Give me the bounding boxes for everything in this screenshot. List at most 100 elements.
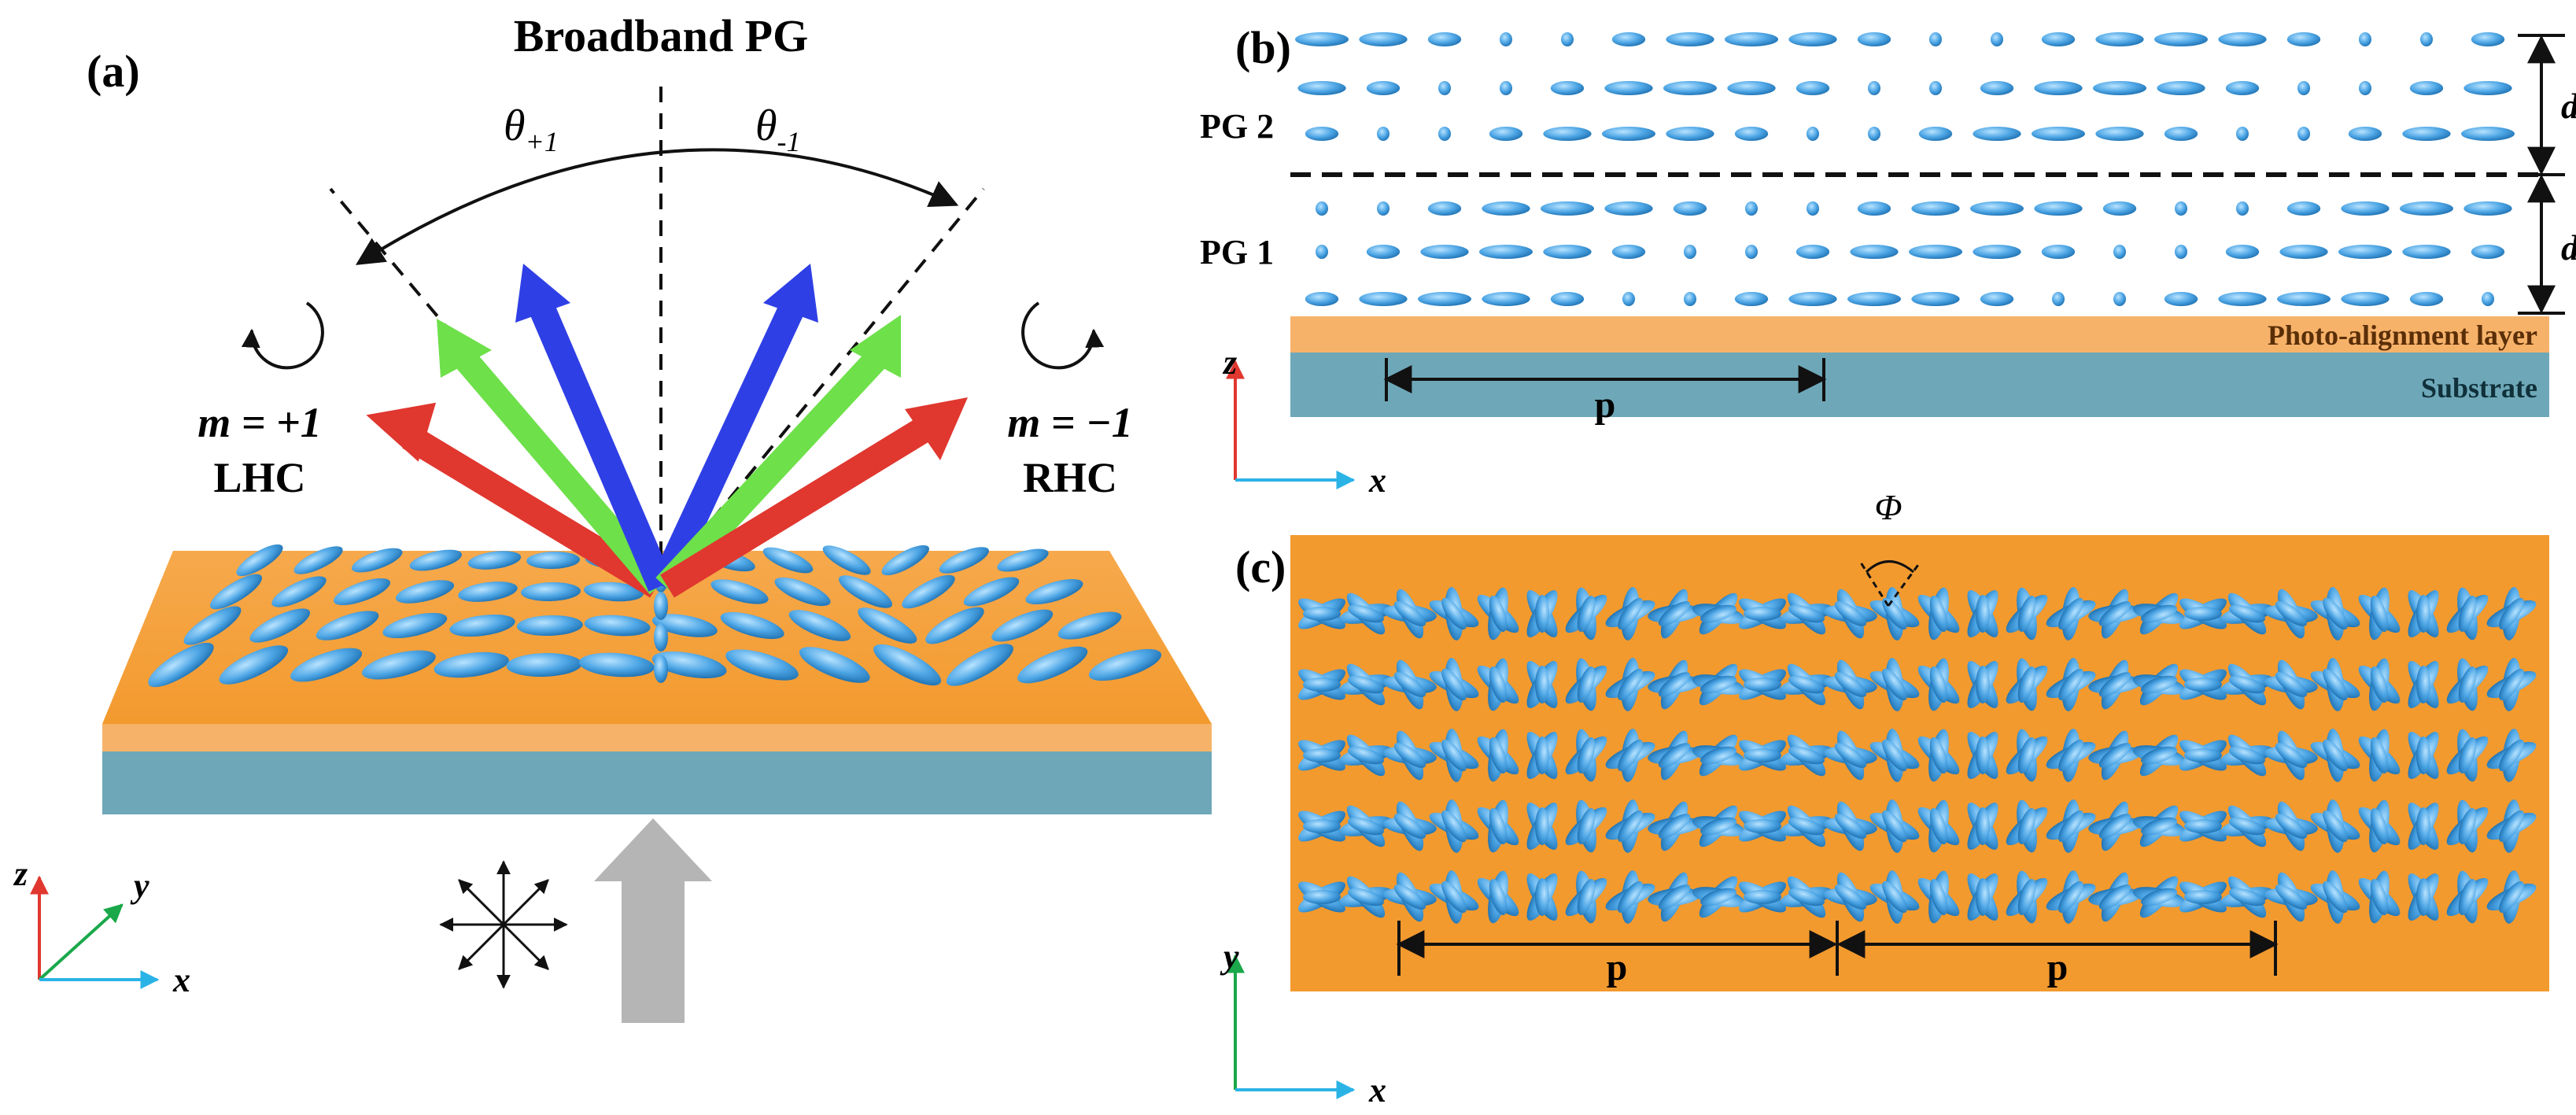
lc-molecule-side <box>2482 292 2494 306</box>
lc-molecule-side <box>1973 245 2021 259</box>
side-view-lc-molecules <box>1295 32 2515 306</box>
lc-molecule-slab <box>939 547 989 574</box>
lc-molecule-side <box>1929 32 1942 46</box>
lc-molecule-slab <box>822 545 871 575</box>
lc-molecule-side <box>2348 127 2382 141</box>
axis-c-x: x <box>1368 1071 1386 1109</box>
lc-molecule-side <box>2463 81 2512 95</box>
lc-molecule-side <box>1663 81 1717 95</box>
lc-molecule-slab <box>526 551 581 570</box>
lc-molecule-slab <box>148 642 214 688</box>
lc-molecule-side <box>1604 201 1653 216</box>
lc-molecule-slab <box>902 574 955 609</box>
beam-green-right <box>655 315 901 595</box>
photo-alignment-layer <box>1290 316 2549 353</box>
lc-molecule-side <box>1427 201 1462 216</box>
lc-molecule-side <box>2164 127 2198 141</box>
thickness-markers: d d <box>2518 34 2576 315</box>
lc-molecule-slab <box>467 551 522 570</box>
lc-molecule-slab <box>651 651 727 679</box>
lc-molecule-side <box>1500 32 1512 46</box>
pg1-label: PG 1 <box>1200 233 1274 271</box>
axis-c-y: y <box>1220 937 1239 976</box>
lc-molecule-slab <box>881 545 929 576</box>
lc-molecule-side <box>2409 292 2444 306</box>
lc-molecule-side <box>1847 292 1901 306</box>
lc-molecule-slab <box>584 615 651 637</box>
lc-molecule-side <box>2297 127 2310 141</box>
lc-molecule-side <box>2286 201 2321 216</box>
lc-molecule-side <box>1359 32 1408 46</box>
lc-molecule-side <box>2175 245 2187 259</box>
lc-molecule-slab <box>290 648 363 682</box>
lc-molecule-side <box>2154 32 2208 46</box>
lc-molecule-slab <box>654 655 668 683</box>
panel-c: (c) Φ p p y x <box>1220 487 2549 1109</box>
lc-molecule-side <box>2218 292 2267 306</box>
lc-molecule-slab <box>654 592 668 620</box>
slab-orange-side <box>102 724 1212 751</box>
lc-molecule-slab <box>858 607 917 644</box>
lc-molecule-side <box>1807 201 1819 216</box>
lc-molecule-slab <box>997 548 1049 572</box>
m-plus-label: m = +1 <box>197 399 322 446</box>
lc-molecule-side <box>1788 32 1837 46</box>
lc-molecule-side <box>1543 245 1592 259</box>
lc-molecule-side <box>1734 127 1769 141</box>
lc-molecule-side <box>1482 292 1530 306</box>
beam-green-left <box>437 319 670 595</box>
period-label-c-1: p <box>1607 947 1628 988</box>
axes-c: y x <box>1220 937 1386 1109</box>
lc-molecule-slab <box>209 574 263 610</box>
lc-molecule-slab <box>249 608 311 643</box>
diffracted-beams <box>366 264 968 598</box>
lc-molecule-side <box>2341 292 2390 306</box>
lc-molecule-slab <box>963 577 1020 607</box>
lc-molecule-side <box>2461 127 2515 141</box>
lc-molecule-slab <box>333 578 391 606</box>
lc-molecule-side <box>2225 245 2260 259</box>
axis-a-x: x <box>172 961 190 999</box>
lc-molecule-side <box>1857 32 1891 46</box>
lc-molecule-side <box>1479 245 1533 259</box>
lc-molecule-side <box>1438 81 1451 95</box>
lc-molecule-side <box>1622 292 1635 306</box>
lc-molecule-side <box>1911 201 1960 216</box>
lc-molecule-side <box>1500 81 1512 95</box>
lc-molecule-side <box>2218 32 2267 46</box>
lc-molecule-slab <box>351 548 403 573</box>
period-markers-c: p p <box>1396 921 2279 988</box>
lc-molecule-slab <box>1088 648 1162 681</box>
axes-b: z x <box>1222 343 1386 500</box>
lc-molecule-side <box>1377 127 1389 141</box>
lc-molecule-side <box>1868 127 1880 141</box>
lc-molecule-side <box>2113 292 2126 306</box>
lc-molecule-side <box>1550 292 1585 306</box>
lc-molecule-side <box>1543 127 1592 141</box>
lc-molecule-slab <box>873 644 942 686</box>
lc-molecule-side <box>1359 292 1408 306</box>
lc-molecule-side <box>1970 201 2024 216</box>
lc-molecule-side <box>1489 127 1523 141</box>
lc-molecule-side <box>1316 201 1328 216</box>
panel-a: (a) Broadband PG θ+1 θ-1 <box>13 10 1212 1023</box>
panel-a-title: Broadband PG <box>514 10 808 61</box>
lc-molecule-side <box>1807 127 1819 141</box>
lc-molecule-side <box>2157 81 2205 95</box>
lc-molecule-side <box>2359 81 2371 95</box>
lc-molecule-side <box>1297 81 1346 95</box>
lc-molecule-slab <box>762 547 814 574</box>
lc-molecule-side <box>2095 32 2144 46</box>
theta-plus-label: θ+1 <box>504 102 559 157</box>
lc-molecule-side <box>1420 245 1469 259</box>
lc-molecule-side <box>1727 81 1776 95</box>
lc-molecule-side <box>2341 201 2390 216</box>
lc-molecule-side <box>1673 201 1707 216</box>
lc-molecule-slab <box>409 549 462 571</box>
lc-molecule-side <box>2297 81 2310 95</box>
lc-molecule-slab <box>219 645 289 685</box>
lc-molecule-side <box>2471 32 2505 46</box>
lc-molecule-side <box>2420 32 2433 46</box>
axis-a-y: y <box>130 866 149 905</box>
lc-molecule-side <box>1857 201 1891 216</box>
